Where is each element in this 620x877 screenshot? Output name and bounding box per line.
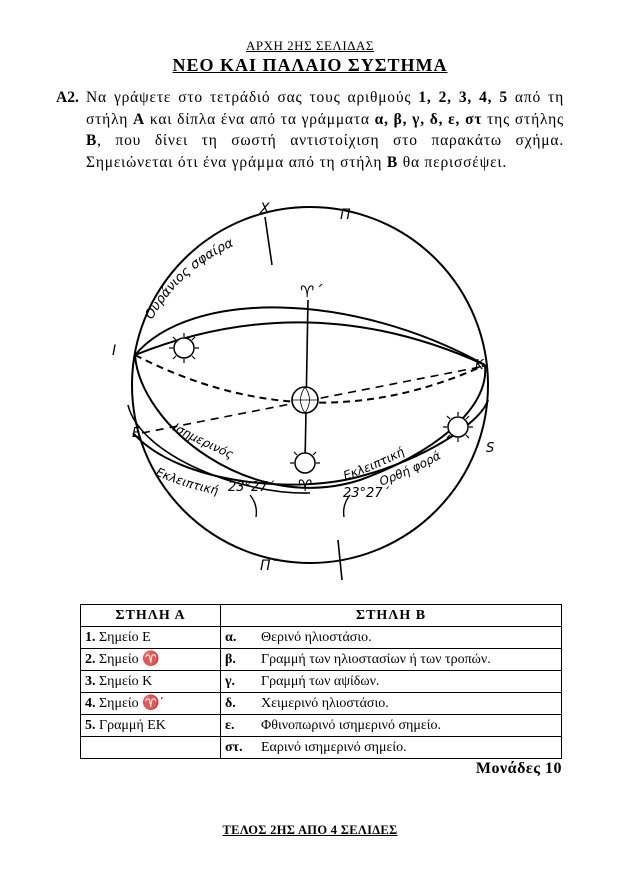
sun-icon-bottom — [290, 448, 320, 474]
column-b-letter: δ. — [220, 692, 257, 715]
equator-line-2 — [127, 404, 311, 494]
question-number: A2. — [56, 89, 79, 106]
column-a-cell: 1. Σημείο Ε — [80, 626, 221, 649]
column-b-text: Χειμερινό ηλιοστάσιο. — [257, 692, 562, 715]
label-aries-bottom: ♈ — [298, 476, 312, 495]
column-a-cell: 4. Σημείο ♈΄ — [80, 692, 221, 715]
table-row: 5. Γραμμή ΕΚ ε. Φθινοπωρινό ισημερινό ση… — [80, 714, 562, 737]
column-a-cell — [80, 736, 221, 759]
label-x: Χ — [259, 201, 270, 217]
label-e: Ε — [132, 426, 141, 441]
column-b-text: Φθινοπωρινό ισημερινό σημείο. — [257, 714, 562, 737]
page-header: ΑΡΧΗ 2ΗΣ ΣΕΛΙΔΑΣ — [246, 38, 374, 53]
axis-vertical — [304, 299, 309, 466]
sphere-outline — [131, 206, 489, 564]
label-angle-left: 23°27΄ — [228, 480, 275, 495]
axis-x — [264, 216, 273, 266]
subject-title: ΝΕΟ ΚΑΙ ΠΑΛΑΙΟ ΣΥΣΤΗΜΑ — [172, 55, 448, 75]
column-b-text: Εαρινό ισημερινό σημείο. — [257, 736, 562, 759]
column-b-text: Γραμμή των ηλιοστασίων ή των τροπών. — [257, 648, 562, 671]
table-row: 1. Σημείο Ε α. Θερινό ηλιοστάσιο. — [80, 626, 562, 649]
label-s: S — [486, 441, 494, 456]
table-row: 2. Σημείο ♈ β. Γραμμή των ηλιοστασίων ή … — [80, 648, 562, 671]
celestial-sphere-diagram: Χ Π Ι Κ Ε S Π΄ ♈΄ ♈ 23°27΄ 23°27΄ Ουράνι… — [112, 201, 494, 581]
header-column-b: ΣΤΗΛΗ Β — [220, 604, 562, 627]
sun-icon-right — [443, 412, 473, 442]
label-equator: Ισημερινός — [171, 420, 236, 461]
label-celestial-sphere: Ουράνιος σφαίρα — [142, 236, 236, 322]
column-b-letter: ε. — [220, 714, 257, 737]
column-a-cell: 5. Γραμμή ΕΚ — [80, 714, 221, 737]
matching-table: ΣΤΗΛΗ Α ΣΤΗΛΗ Β 1. Σημείο Ε α. Θερινό ηλ… — [80, 604, 562, 759]
column-b-text: Θερινό ηλιοστάσιο. — [257, 626, 562, 649]
column-b-text: Γραμμή των αψίδων. — [257, 670, 562, 693]
question-text: Να γράψετε στο τετράδιό σας τους αριθμού… — [86, 89, 564, 171]
label-aries-top: ♈΄ — [300, 282, 323, 301]
axis-p-prime — [337, 539, 343, 581]
table-row: 3. Σημείο Κ γ. Γραμμή των αψίδων. — [80, 670, 562, 693]
page-footer: ΤΕΛΟΣ 2ΗΣ ΑΠΟ 4 ΣΕΛΙΔΕΣ — [222, 823, 398, 837]
header-column-a: ΣΤΗΛΗ Α — [80, 604, 221, 627]
table-row: 4. Σημείο ♈΄ δ. Χειμερινό ηλιοστάσιο. — [80, 692, 562, 715]
label-i: Ι — [112, 343, 116, 359]
column-a-cell: 2. Σημείο ♈ — [80, 648, 221, 671]
arrow-right — [342, 494, 351, 518]
label-ecliptic-left: Εκλειπτική — [154, 465, 220, 498]
arrow-left — [249, 494, 258, 518]
label-pi-prime: Π΄ — [260, 558, 279, 574]
label-angle-right: 23°27΄ — [343, 486, 390, 501]
earth-meridian — [292, 386, 318, 414]
label-pi: Π — [340, 207, 351, 223]
points-label: Μονάδες 10 — [475, 760, 562, 777]
ecliptic-back — [134, 306, 486, 366]
column-b-letter: α. — [220, 626, 257, 649]
table-row: στ. Εαρινό ισημερινό σημείο. — [80, 736, 562, 759]
column-b-letter: β. — [220, 648, 257, 671]
label-k: Κ — [475, 358, 485, 373]
column-b-letter: στ. — [220, 736, 257, 759]
sun-icon-left — [169, 333, 199, 363]
column-a-cell: 3. Σημείο Κ — [80, 670, 221, 693]
column-b-letter: γ. — [220, 670, 257, 693]
ecliptic-front — [134, 354, 487, 489]
